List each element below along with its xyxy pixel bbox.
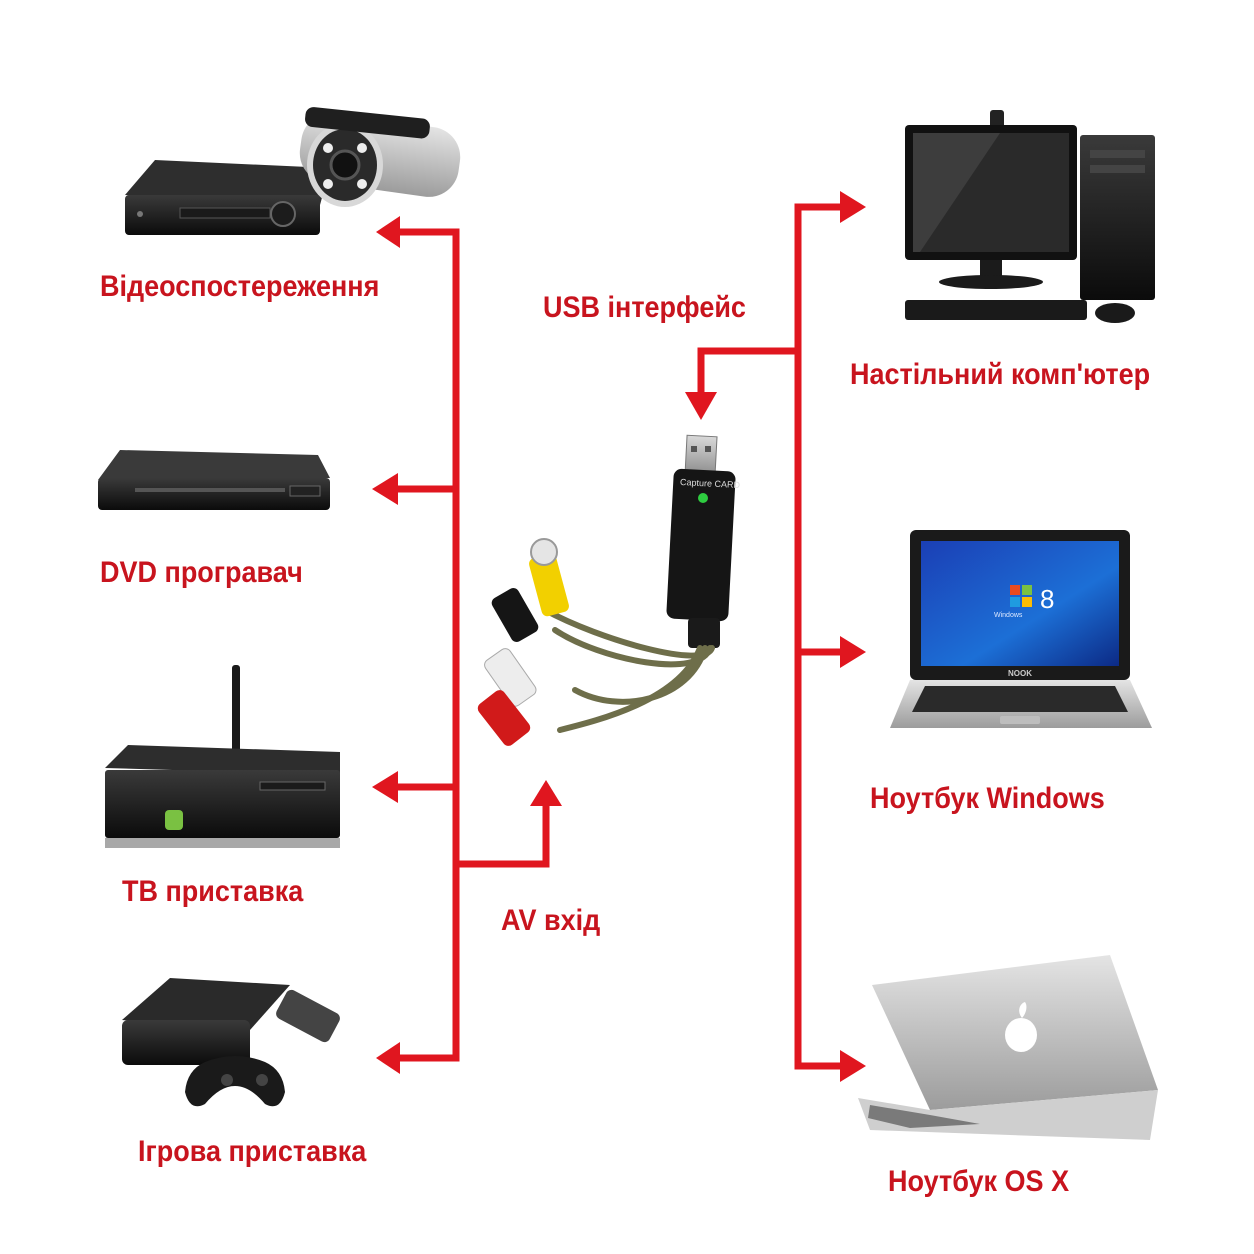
arrows-left	[391, 228, 550, 1062]
windows-laptop-icon: 8 Windows NOOK	[890, 530, 1152, 728]
arrowheads-right	[685, 191, 866, 1082]
label-win-laptop: Ноутбук Windows	[870, 782, 1105, 815]
capture-card-text: Capture CARD	[680, 477, 741, 490]
win-word-text: Windows	[994, 612, 1023, 619]
macbook-icon	[858, 955, 1158, 1140]
laptop-brand-text: NOOK	[1008, 669, 1032, 678]
label-mac-laptop: Ноутбук OS X	[888, 1165, 1070, 1198]
label-av-in: AV вхід	[501, 904, 601, 937]
label-dvd: DVD програвач	[100, 556, 303, 589]
label-usb: USB інтерфейс	[543, 291, 746, 324]
label-desktop: Настільний комп'ютер	[850, 358, 1151, 391]
arrowheads-left	[372, 216, 562, 1074]
game-console-icon	[122, 978, 340, 1107]
usb-capture-card-icon	[477, 434, 736, 746]
label-game: Ігрова приставка	[138, 1135, 367, 1168]
dvd-player-icon	[98, 450, 330, 510]
arrows-right	[697, 203, 844, 1070]
tv-box-icon	[105, 665, 340, 848]
dvr-icon	[125, 160, 330, 235]
desktop-computer-icon	[905, 110, 1155, 323]
win-version-text: 8	[1040, 584, 1054, 614]
label-cctv: Відеоспостереження	[100, 270, 380, 303]
label-tv-box: ТВ приставка	[122, 875, 304, 908]
cctv-camera-icon	[299, 107, 461, 207]
